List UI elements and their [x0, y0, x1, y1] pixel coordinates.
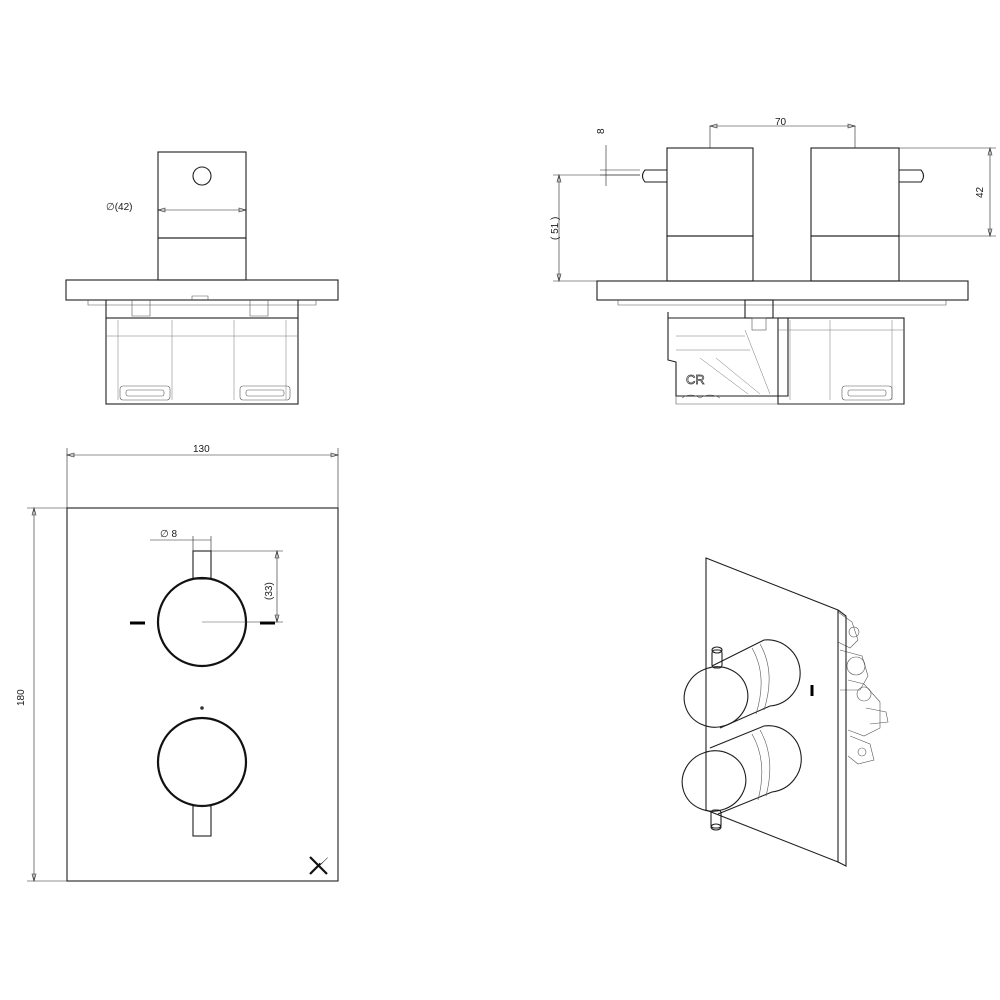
side-mount-tab-right	[239, 385, 291, 401]
elev-cover-plate	[596, 280, 969, 301]
dim-knob-diameter: ∅(42)	[106, 202, 133, 213]
elev-lever-left	[641, 169, 667, 183]
elev-knob-right-body	[810, 235, 900, 282]
iso-upper-knob	[683, 639, 801, 729]
iso-upper-lever	[711, 649, 723, 669]
elev-knob-left-body	[666, 235, 754, 282]
front-plate	[66, 507, 339, 882]
elev-spindle	[744, 299, 774, 319]
side-knob-body	[157, 237, 247, 281]
elev-knob-left-cap	[666, 147, 754, 237]
iso-lower-lever	[710, 809, 722, 829]
lever-hole	[192, 166, 212, 186]
side-mount-tab-left	[119, 385, 171, 401]
side-flange	[105, 300, 299, 319]
dim-knob-height: ( 51 )	[550, 217, 561, 240]
dim-lever-offset: (33)	[264, 582, 275, 600]
elev-valve-body-right	[777, 317, 905, 405]
iso-cover-plate	[705, 557, 839, 863]
dim-lever-diameter: ∅ 8	[160, 529, 177, 540]
lower-knob	[156, 716, 248, 808]
side-knob-cap	[157, 151, 247, 239]
side-view: ∅(42)	[65, 151, 339, 405]
lower-lever	[192, 805, 212, 837]
dim-knob-spacing: 70	[775, 117, 787, 128]
dim-plate-width: 130	[193, 444, 210, 455]
brand-x-icon	[309, 853, 330, 875]
iso-lower-knob	[681, 725, 802, 831]
elev-mount-tab	[841, 385, 893, 401]
iso-valve-body	[837, 611, 889, 765]
side-valve-body	[105, 317, 299, 405]
iso-plate-edge	[837, 609, 847, 867]
upper-lever	[192, 550, 212, 580]
indicator-dot	[200, 706, 204, 710]
isometric-view	[681, 557, 889, 867]
front-view: 130 180 ∅ 8 (33)	[16, 444, 340, 883]
dim-plate-height: 180	[16, 689, 27, 706]
dim-knob-depth: 42	[975, 186, 986, 198]
elev-knob-right-cap	[810, 147, 900, 237]
elevation-view: CR 70 8 ( 51 ) 42	[550, 117, 996, 405]
cr-logo: CR	[686, 372, 705, 387]
elev-lever-right	[899, 169, 925, 183]
dim-handle-protrusion: 8	[596, 128, 607, 134]
side-cover-plate	[65, 279, 339, 301]
